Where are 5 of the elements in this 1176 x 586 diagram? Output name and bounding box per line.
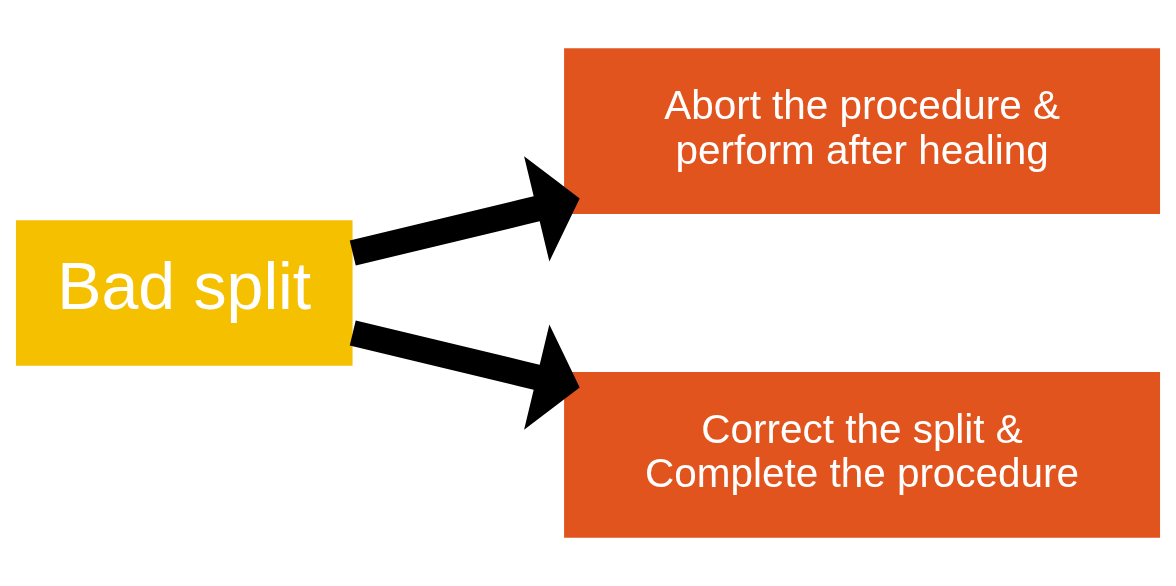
- arrow: [349, 156, 580, 266]
- node-box: Abort the procedure & perform after healing: [564, 48, 1161, 214]
- node-box: Bad split: [15, 220, 353, 366]
- arrow: [349, 320, 580, 430]
- node-box: Correct the split & Complete the procedure: [564, 372, 1161, 538]
